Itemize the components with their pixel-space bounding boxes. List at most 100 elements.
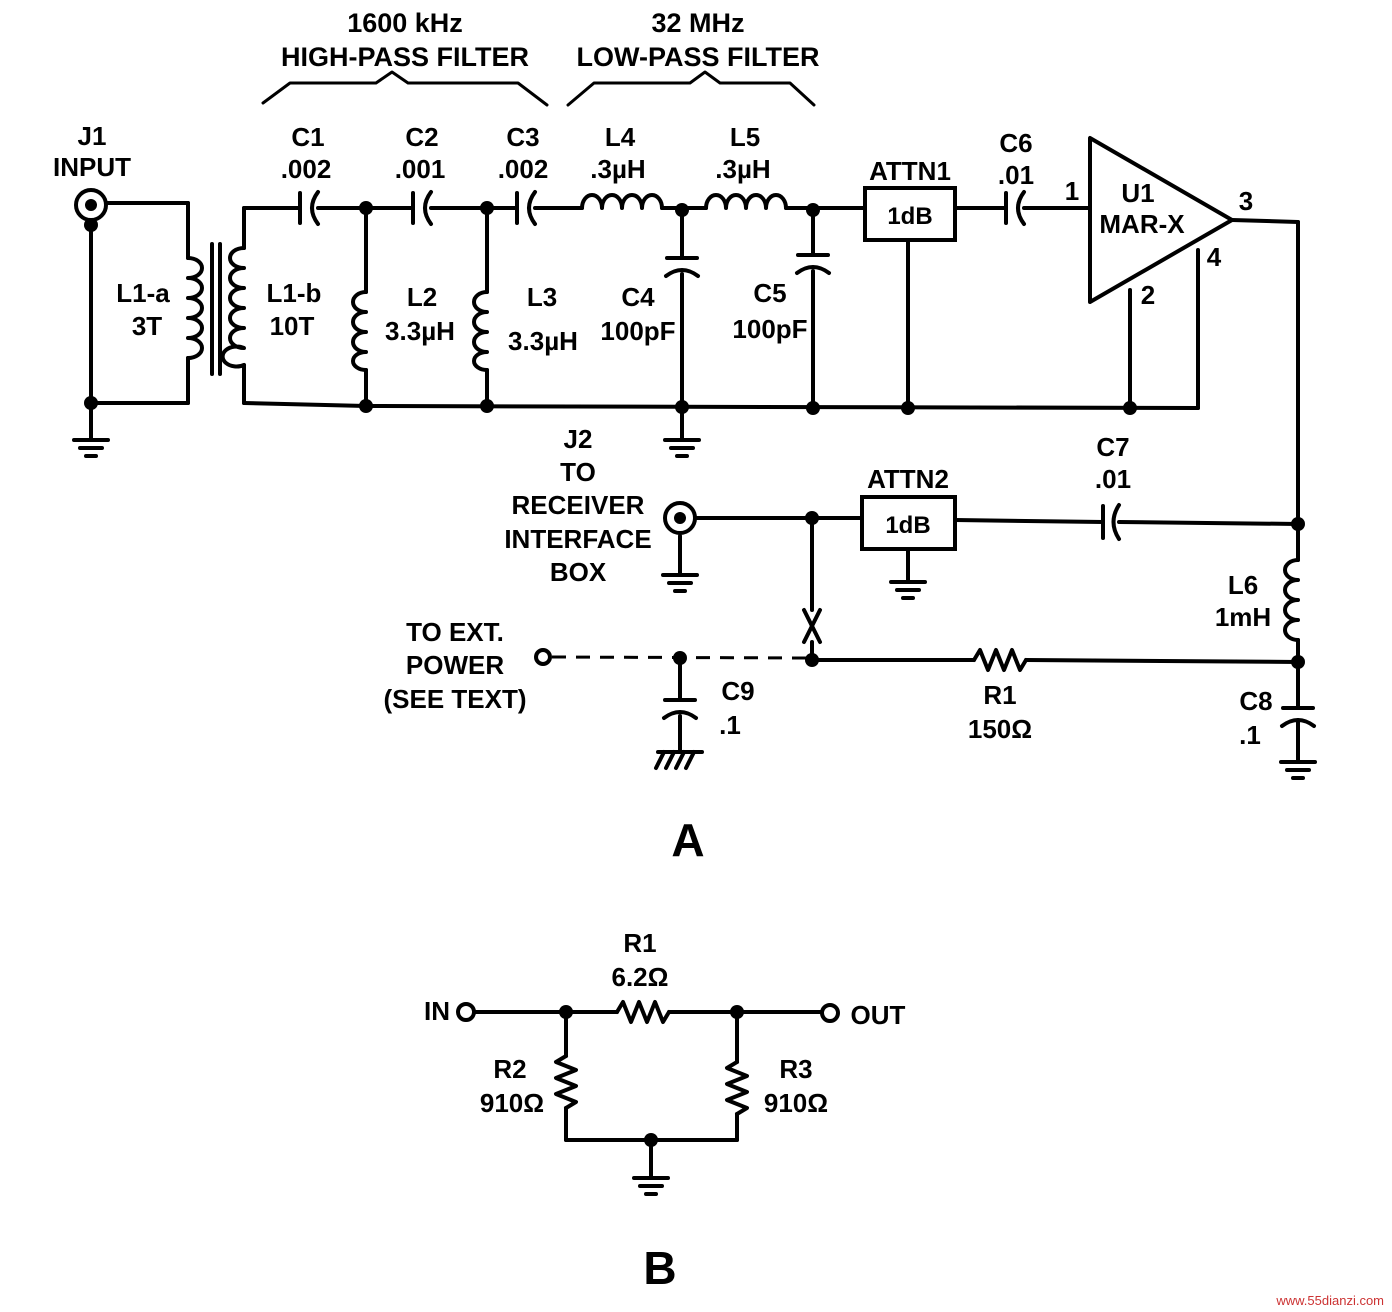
c6-name: C6 bbox=[999, 128, 1032, 158]
l6-inductor bbox=[1283, 558, 1300, 642]
c8-capacitor bbox=[1280, 706, 1316, 728]
b-r1-name: R1 bbox=[623, 928, 656, 958]
b-r3-name: R3 bbox=[779, 1054, 812, 1084]
hpf-subtitle: HIGH-PASS FILTER bbox=[281, 42, 529, 72]
l1a-name: L1-a bbox=[116, 278, 170, 308]
attn1-name: ATTN1 bbox=[869, 156, 951, 186]
j1-name: J1 bbox=[78, 121, 107, 151]
c7-name: C7 bbox=[1096, 432, 1129, 462]
c9-name: C9 bbox=[721, 676, 754, 706]
l1a-winding bbox=[186, 256, 204, 360]
c4-value: 100pF bbox=[600, 316, 675, 346]
watermark: www.55dianzi.com bbox=[1275, 1293, 1384, 1308]
l1b-name: L1-b bbox=[267, 278, 322, 308]
c5-value: 100pF bbox=[732, 314, 807, 344]
ext-line3: (SEE TEXT) bbox=[383, 684, 526, 714]
u1-pin4: 4 bbox=[1207, 242, 1222, 272]
diagram-b-wiring bbox=[456, 1000, 840, 1196]
l2-name: L2 bbox=[407, 282, 437, 312]
l3-inductor bbox=[472, 290, 489, 372]
l1a-value: 3T bbox=[132, 311, 162, 341]
attn1-box: 1dB bbox=[863, 186, 957, 242]
l6-name: L6 bbox=[1228, 570, 1258, 600]
c8-value: .1 bbox=[1239, 720, 1261, 750]
ext-line2: POWER bbox=[406, 650, 504, 680]
b-in-terminal bbox=[456, 1002, 476, 1022]
c5-capacitor bbox=[795, 253, 831, 275]
u1-pin1: 1 bbox=[1065, 176, 1079, 206]
j1-label: INPUT bbox=[53, 152, 131, 182]
c2-capacitor bbox=[411, 190, 433, 226]
j2-line3: INTERFACE bbox=[504, 524, 651, 554]
u1-name: U1 bbox=[1121, 178, 1154, 208]
b-out-label: OUT bbox=[851, 1000, 906, 1030]
c1-capacitor bbox=[298, 190, 320, 226]
l2-inductor bbox=[351, 290, 368, 372]
cut-mark bbox=[802, 608, 822, 644]
c9-value: .1 bbox=[719, 710, 741, 740]
c2-name: C2 bbox=[405, 122, 438, 152]
hpf-title: 1600 kHz bbox=[347, 8, 463, 38]
c6-capacitor bbox=[1004, 190, 1026, 226]
r1-resistor bbox=[972, 648, 1028, 672]
l4-value: .3µH bbox=[590, 154, 645, 184]
j2-output-jack bbox=[663, 501, 697, 535]
caption-b: B bbox=[643, 1242, 676, 1294]
l5-name: L5 bbox=[730, 122, 760, 152]
c2-value: .001 bbox=[395, 154, 446, 184]
c6-value: .01 bbox=[998, 160, 1034, 190]
l6-value: 1mH bbox=[1215, 602, 1271, 632]
lpf-subtitle: LOW-PASS FILTER bbox=[577, 42, 820, 72]
attn2-box: 1dB bbox=[860, 495, 957, 551]
j2-name: J2 bbox=[564, 424, 593, 454]
b-r3-resistor bbox=[725, 1060, 749, 1116]
l3-value: 3.3µH bbox=[508, 326, 578, 356]
j2-line2: RECEIVER bbox=[512, 490, 645, 520]
b-r3-value: 910Ω bbox=[764, 1088, 828, 1118]
l5-inductor bbox=[704, 193, 788, 210]
l5-value: .3µH bbox=[715, 154, 770, 184]
c9-capacitor bbox=[662, 698, 698, 720]
diagram-a-labels: 1600 kHz HIGH-PASS FILTER 32 MHz LOW-PAS… bbox=[53, 8, 1273, 866]
b-in-label: IN bbox=[424, 996, 450, 1026]
ground-symbols bbox=[72, 438, 1317, 780]
c7-value: .01 bbox=[1095, 464, 1131, 494]
attn2-value: 1dB bbox=[885, 512, 930, 539]
c4-name: C4 bbox=[621, 282, 655, 312]
c7-capacitor bbox=[1101, 503, 1121, 541]
l4-inductor bbox=[580, 193, 664, 210]
r1-name: R1 bbox=[983, 680, 1016, 710]
attn1-value: 1dB bbox=[887, 203, 932, 230]
j1-input-jack bbox=[74, 188, 108, 222]
c1-value: .002 bbox=[281, 154, 332, 184]
u1-amplifier bbox=[1088, 136, 1234, 304]
r1-value: 150Ω bbox=[968, 714, 1032, 744]
l4-name: L4 bbox=[605, 122, 636, 152]
lpf-title: 32 MHz bbox=[651, 8, 744, 38]
u1-pin2: 2 bbox=[1141, 280, 1155, 310]
junction-dots bbox=[84, 201, 1305, 669]
l1b-value: 10T bbox=[270, 311, 315, 341]
j2-line1: TO bbox=[560, 457, 596, 487]
caption-a: A bbox=[671, 814, 704, 866]
attn2-name: ATTN2 bbox=[867, 464, 949, 494]
c5-name: C5 bbox=[753, 278, 786, 308]
l3-name: L3 bbox=[527, 282, 557, 312]
c1-name: C1 bbox=[291, 122, 324, 152]
c4-capacitor bbox=[664, 256, 700, 278]
c3-value: .002 bbox=[498, 154, 549, 184]
u1-pin3: 3 bbox=[1239, 186, 1253, 216]
b-r2-name: R2 bbox=[493, 1054, 526, 1084]
c8-name: C8 bbox=[1239, 686, 1272, 716]
j2-line4: BOX bbox=[550, 557, 607, 587]
ext-power-terminal bbox=[534, 648, 552, 666]
ext-line1: TO EXT. bbox=[406, 617, 504, 647]
c3-name: C3 bbox=[506, 122, 539, 152]
b-r2-value: 910Ω bbox=[480, 1088, 544, 1118]
b-out-terminal bbox=[820, 1003, 840, 1023]
c3-capacitor bbox=[515, 190, 537, 226]
u1-part: MAR-X bbox=[1099, 209, 1185, 239]
b-r2-resistor bbox=[554, 1054, 578, 1110]
l1b-winding bbox=[220, 246, 246, 369]
